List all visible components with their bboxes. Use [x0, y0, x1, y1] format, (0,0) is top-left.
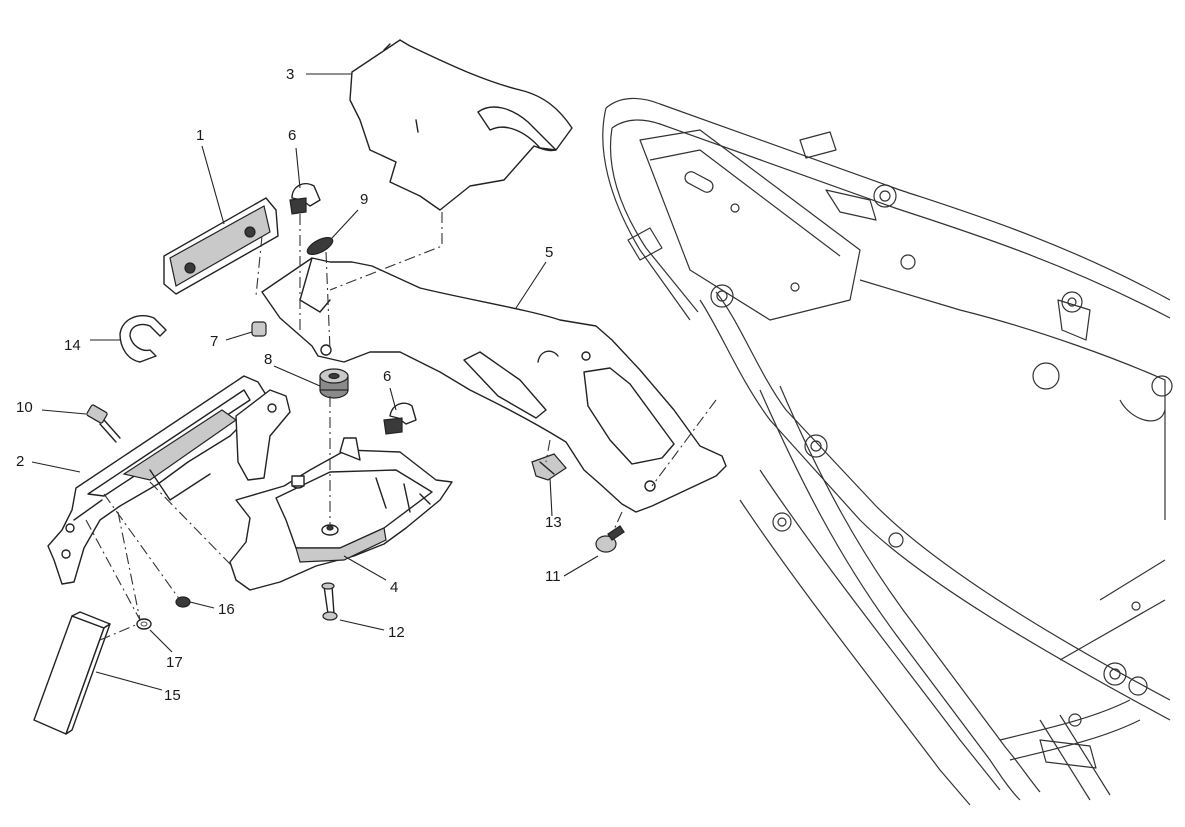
callout-5: 5: [545, 244, 553, 261]
rear-subframe: [602, 97, 1173, 806]
part-2-plate-holder: [47, 375, 291, 585]
part-9-nut: [306, 236, 334, 256]
callout-1: 1: [196, 127, 204, 144]
part-6-clip-lower: [383, 402, 417, 435]
callout-10: 10: [16, 399, 33, 416]
part-3-rear-cover: [349, 39, 573, 211]
callout-14: 14: [64, 337, 81, 354]
part-11-screw: [595, 525, 625, 553]
part-12-screw: [321, 582, 338, 621]
part-17-washer: [136, 618, 152, 630]
callout-13: 13: [545, 514, 562, 531]
callout-16: 16: [218, 601, 235, 618]
callout-3: 3: [286, 66, 294, 83]
callout-6-upper: 6: [288, 127, 296, 144]
part-16-nut: [175, 596, 191, 608]
callout-2: 2: [16, 453, 24, 470]
callout-8: 8: [264, 351, 272, 368]
callout-11: 11: [545, 568, 561, 585]
callout-7: 7: [210, 333, 218, 350]
callout-9: 9: [360, 191, 368, 208]
assembly-lines: [85, 212, 717, 641]
part-1-reflector: [163, 197, 279, 295]
callout-15: 15: [164, 687, 181, 704]
callout-4: 4: [390, 579, 398, 596]
part-4-tail-housing: [229, 437, 453, 591]
part-5-support-bracket: [261, 257, 727, 513]
part-13-clip-nut: [531, 453, 567, 481]
part-14-clamp: [119, 315, 167, 363]
leader-lines: [31, 73, 599, 691]
part-6-clip-upper: [289, 182, 321, 215]
callout-6-lower: 6: [383, 368, 391, 385]
callouts: 1 2 3 4 5 6 6 7 8 9 10 11 12 13 14 15 16…: [16, 66, 562, 704]
part-15-plate: [33, 611, 111, 735]
callout-12: 12: [388, 624, 405, 641]
part-10-bolt: [86, 404, 121, 443]
part-8-grommet: [319, 368, 349, 399]
callout-17: 17: [166, 654, 183, 671]
part-7-spacer: [251, 321, 267, 337]
